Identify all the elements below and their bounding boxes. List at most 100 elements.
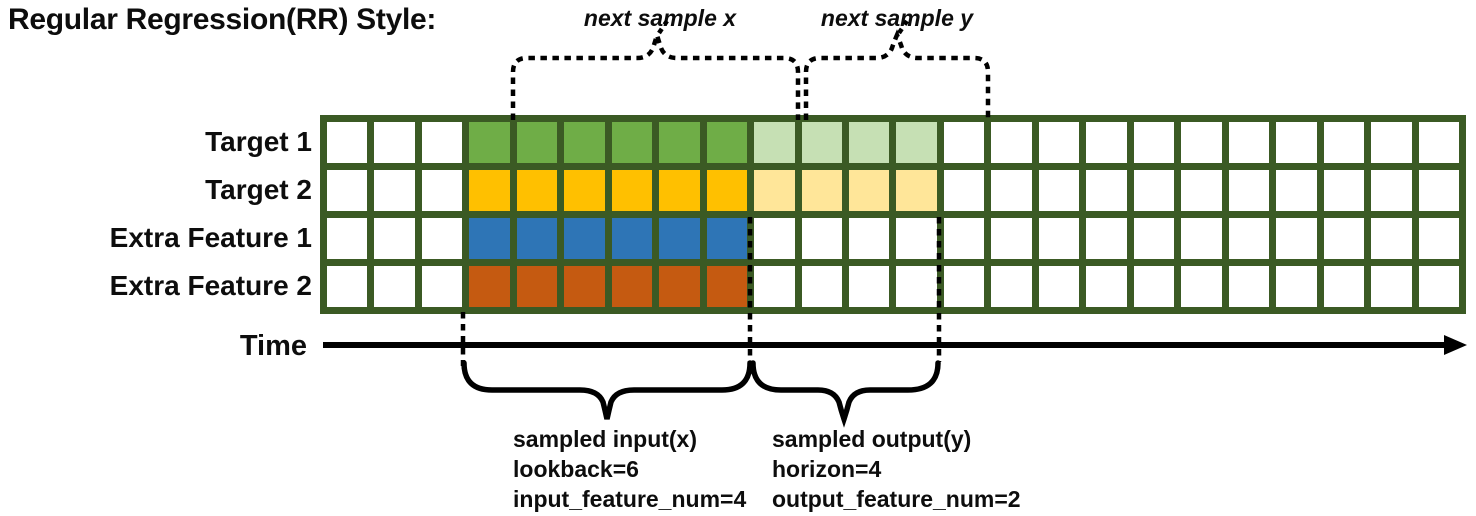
grid-cell-r1-c2 — [421, 170, 463, 211]
grid-cell-r2-c21 — [1323, 218, 1365, 259]
grid-cell-r1-c9 — [754, 170, 795, 211]
grid-cell-r0-c4 — [516, 122, 558, 163]
grid-cell-r2-c15 — [1038, 218, 1080, 259]
grid-cell-r1-c6 — [611, 170, 653, 211]
grid-cell-r2-c22 — [1371, 218, 1412, 259]
sampled-output-annotation: sampled output(y) horizon=4 output_featu… — [772, 424, 1021, 514]
grid-cell-r0-c16 — [1086, 122, 1127, 163]
next-sample-x-label: next sample x — [583, 5, 737, 31]
grid-cell-r1-c7 — [659, 170, 700, 211]
grid-cell-r0-c11 — [849, 122, 890, 163]
grid-cell-r2-c1 — [374, 218, 415, 259]
grid-cell-r0-c0 — [327, 122, 368, 163]
next-sample-y-brace — [803, 29, 991, 120]
grid-cell-r3-c13 — [943, 266, 985, 307]
grid-cell-r0-c10 — [801, 122, 843, 163]
grid-cell-r2-c10 — [801, 218, 843, 259]
grid-cell-r0-c7 — [659, 122, 700, 163]
grid-cell-r3-c14 — [991, 266, 1032, 307]
grid-cell-r2-c20 — [1276, 218, 1317, 259]
sample-grid — [320, 115, 1466, 314]
grid-cell-r2-c6 — [611, 218, 653, 259]
horizon-value: horizon=4 — [772, 456, 882, 482]
grid-cell-r0-c6 — [611, 122, 653, 163]
grid-cell-r0-c14 — [991, 122, 1032, 163]
grid-cell-r1-c4 — [516, 170, 558, 211]
grid-cell-r1-c3 — [469, 170, 510, 211]
grid-cell-r1-c23 — [1418, 170, 1459, 211]
grid-cell-r1-c5 — [564, 170, 605, 211]
grid-cell-r2-c19 — [1228, 218, 1270, 259]
grid-cell-r3-c7 — [659, 266, 700, 307]
time-axis-arrow — [323, 335, 1467, 355]
grid-cell-r2-c23 — [1418, 218, 1459, 259]
grid-cell-r1-c17 — [1133, 170, 1175, 211]
grid-cell-r2-c16 — [1086, 218, 1127, 259]
grid-cell-r0-c18 — [1181, 122, 1222, 163]
grid-cell-r0-c1 — [374, 122, 415, 163]
grid-cell-r0-c5 — [564, 122, 605, 163]
grid-cell-r1-c13 — [943, 170, 985, 211]
grid-cell-r3-c22 — [1371, 266, 1412, 307]
grid-cell-r0-c21 — [1323, 122, 1365, 163]
grid-cell-r0-c8 — [706, 122, 748, 163]
input-feature-num-value: input_feature_num=4 — [513, 486, 747, 512]
grid-cell-r3-c16 — [1086, 266, 1127, 307]
grid-cell-r3-c5 — [564, 266, 605, 307]
grid-cell-r1-c14 — [991, 170, 1032, 211]
grid-cell-r3-c1 — [374, 266, 415, 307]
sampled-input-title: sampled input(x) — [513, 426, 698, 452]
grid-cell-r2-c7 — [659, 218, 700, 259]
grid-cell-r3-c11 — [849, 266, 890, 307]
grid-cell-r3-c23 — [1418, 266, 1459, 307]
next-sample-y-label: next sample y — [820, 5, 974, 31]
next-sample-x-brace — [510, 26, 801, 120]
grid-cell-r3-c12 — [896, 266, 937, 307]
grid-cell-r0-c2 — [421, 122, 463, 163]
grid-cell-r1-c22 — [1371, 170, 1412, 211]
grid-cell-r3-c6 — [611, 266, 653, 307]
lookback-value: lookback=6 — [513, 456, 639, 482]
grid-cell-r3-c15 — [1038, 266, 1080, 307]
diagram-title: Regular Regression(RR) Style: — [8, 3, 437, 36]
grid-cell-r2-c8 — [706, 218, 748, 259]
time-axis-label: Time — [239, 330, 307, 362]
grid-cell-r2-c11 — [849, 218, 890, 259]
grid-cell-r2-c0 — [327, 218, 368, 259]
next-sample-x-pointer-stub — [657, 19, 669, 35]
grid-cell-r3-c17 — [1133, 266, 1175, 307]
grid-cell-r2-c13 — [943, 218, 985, 259]
grid-cell-r0-c13 — [943, 122, 985, 163]
row-label-target-2: Target 2 — [205, 174, 312, 205]
grid-cell-r1-c12 — [896, 170, 937, 211]
row-label-target-1: Target 1 — [205, 126, 312, 157]
grid-cell-r2-c17 — [1133, 218, 1175, 259]
grid-cell-r2-c9 — [754, 218, 795, 259]
grid-cell-r0-c19 — [1228, 122, 1270, 163]
grid-cell-r2-c14 — [991, 218, 1032, 259]
grid-cell-r0-c12 — [896, 122, 937, 163]
grid-cell-r3-c18 — [1181, 266, 1222, 307]
grid-cell-r0-c15 — [1038, 122, 1080, 163]
grid-cell-r0-c22 — [1371, 122, 1412, 163]
grid-cell-r1-c0 — [327, 170, 368, 211]
grid-cell-r3-c4 — [516, 266, 558, 307]
grid-cell-r1-c8 — [706, 170, 748, 211]
grid-cell-r1-c11 — [849, 170, 890, 211]
grid-cell-r2-c18 — [1181, 218, 1222, 259]
grid-cell-r3-c19 — [1228, 266, 1270, 307]
grid-cell-r1-c15 — [1038, 170, 1080, 211]
grid-cell-r0-c3 — [469, 122, 510, 163]
grid-cell-r1-c21 — [1323, 170, 1365, 211]
sampled-output-title: sampled output(y) — [772, 426, 972, 452]
grid-cell-r3-c0 — [327, 266, 368, 307]
grid-cell-r1-c19 — [1228, 170, 1270, 211]
output-feature-num-value: output_feature_num=2 — [772, 486, 1021, 512]
grid-cell-r1-c20 — [1276, 170, 1317, 211]
grid-cell-r2-c2 — [421, 218, 463, 259]
grid-cell-r0-c20 — [1276, 122, 1317, 163]
grid-cell-r3-c9 — [754, 266, 795, 307]
sampled-input-brace — [461, 360, 753, 420]
grid-cell-r1-c18 — [1181, 170, 1222, 211]
